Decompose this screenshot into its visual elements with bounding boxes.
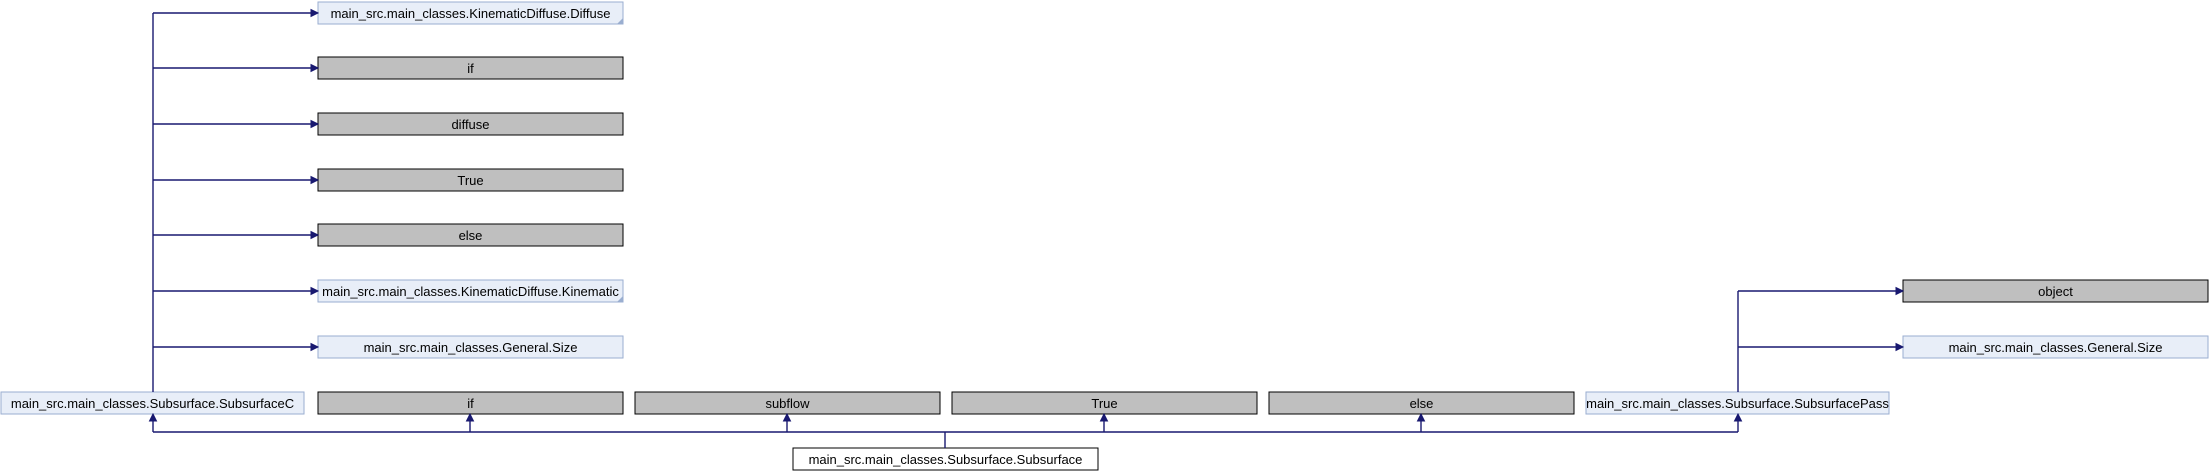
node-if-top-label: if xyxy=(467,61,474,76)
arrow-true-bottom xyxy=(1101,414,1108,421)
node-object[interactable]: object xyxy=(1903,280,2208,302)
node-if-bottom[interactable]: if xyxy=(318,392,623,414)
node-true-bottom-label: True xyxy=(1091,396,1117,411)
arrow-kinematic xyxy=(311,288,318,295)
arrow-subsurface-pass xyxy=(1735,414,1742,421)
node-size-left-label: main_src.main_classes.General.Size xyxy=(364,340,578,355)
node-subflow-label: subflow xyxy=(765,396,810,411)
node-size-right[interactable]: main_src.main_classes.General.Size xyxy=(1903,336,2208,358)
node-subsurface[interactable]: main_src.main_classes.Subsurface.Subsurf… xyxy=(793,448,1098,470)
node-true-bottom[interactable]: True xyxy=(952,392,1257,414)
node-else-bottom-label: else xyxy=(1410,396,1434,411)
arrow-true-top xyxy=(311,177,318,184)
arrow-size-right xyxy=(1896,344,1903,351)
arrow-else-top xyxy=(311,232,318,239)
node-size-left[interactable]: main_src.main_classes.General.Size xyxy=(318,336,623,358)
node-if-bottom-label: if xyxy=(467,396,474,411)
node-diffuse-label: diffuse xyxy=(451,117,489,132)
node-subsurface-pass-label: main_src.main_classes.Subsurface.Subsurf… xyxy=(1586,396,1889,411)
arrow-else-bottom xyxy=(1418,414,1425,421)
node-size-right-label: main_src.main_classes.General.Size xyxy=(1949,340,2163,355)
arrow-if-top xyxy=(311,65,318,72)
node-kinematic-label: main_src.main_classes.KinematicDiffuse.K… xyxy=(322,284,619,299)
node-subsurface-pass[interactable]: main_src.main_classes.Subsurface.Subsurf… xyxy=(1586,392,1889,414)
arrow-if-bottom xyxy=(467,414,474,421)
node-diffuse-class[interactable]: main_src.main_classes.KinematicDiffuse.D… xyxy=(318,2,623,24)
node-subsurface-label: main_src.main_classes.Subsurface.Subsurf… xyxy=(809,452,1083,467)
arrow-diffuse xyxy=(311,121,318,128)
node-subsurface-c[interactable]: main_src.main_classes.Subsurface.Subsurf… xyxy=(1,392,304,414)
node-if-top[interactable]: if xyxy=(318,57,623,79)
node-else-top-label: else xyxy=(459,228,483,243)
node-diffuse-class-label: main_src.main_classes.KinematicDiffuse.D… xyxy=(331,6,611,21)
arrow-object xyxy=(1896,288,1903,295)
node-true-top-label: True xyxy=(457,173,483,188)
node-subsurface-c-label: main_src.main_classes.Subsurface.Subsurf… xyxy=(11,396,294,411)
arrow-subflow xyxy=(784,414,791,421)
node-object-label: object xyxy=(2038,284,2073,299)
arrow-size-left xyxy=(311,344,318,351)
arrow-diffuse-class xyxy=(311,10,318,17)
arrow-subsurface-c xyxy=(150,414,157,421)
node-subflow[interactable]: subflow xyxy=(635,392,940,414)
node-kinematic[interactable]: main_src.main_classes.KinematicDiffuse.K… xyxy=(318,280,623,302)
node-else-bottom[interactable]: else xyxy=(1269,392,1574,414)
node-true-top[interactable]: True xyxy=(318,169,623,191)
node-diffuse[interactable]: diffuse xyxy=(318,113,623,135)
node-else-top[interactable]: else xyxy=(318,224,623,246)
